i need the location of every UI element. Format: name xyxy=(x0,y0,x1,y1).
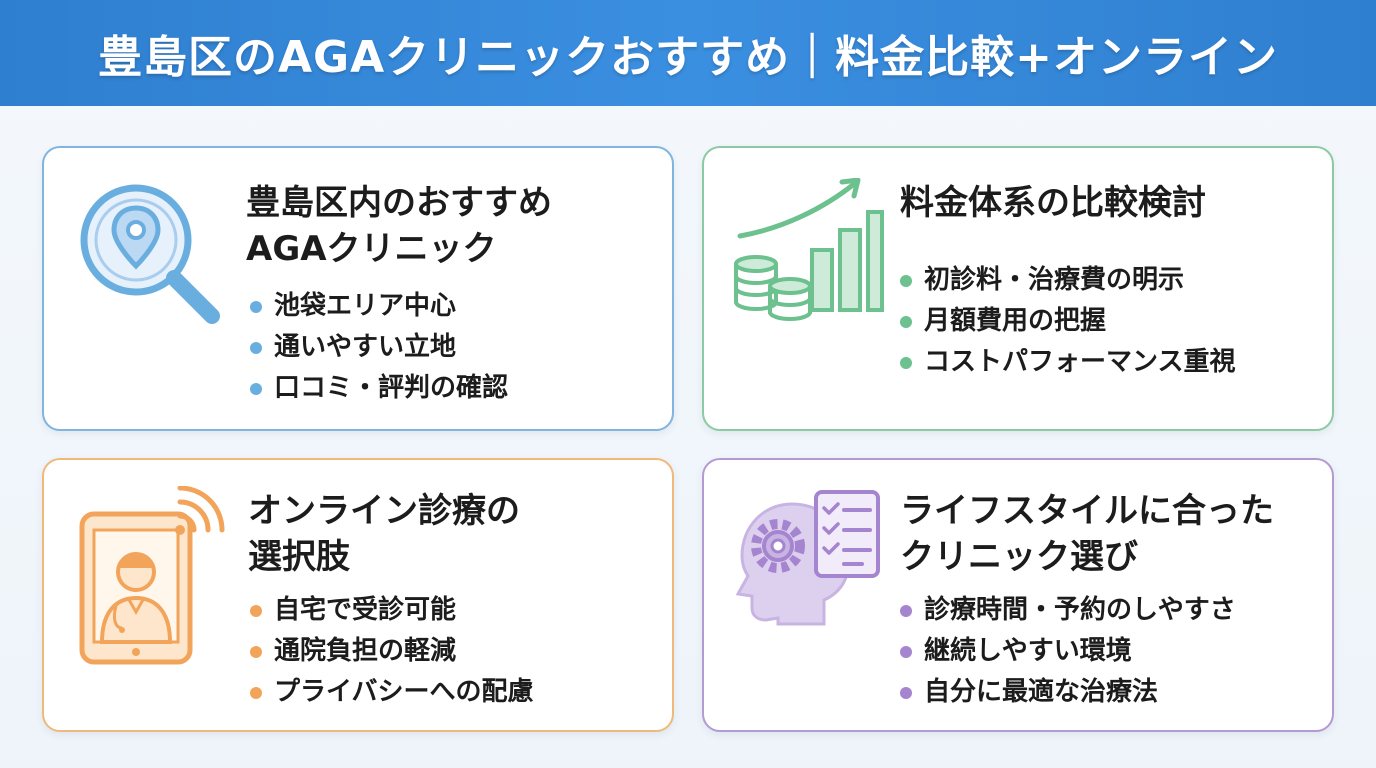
list-item: 継続しやすい環境 xyxy=(900,631,1236,672)
card-list: 診療時間・予約のしやすさ 継続しやすい環境 自分に最適な治療法 xyxy=(900,590,1236,713)
card-lifestyle-choice: ライフスタイルに合った クリニック選び 診療時間・予約のしやすさ 継続しやすい環… xyxy=(702,458,1334,732)
bullet-icon xyxy=(900,356,912,369)
card-online-consultation: オンライン診療の 選択肢 自宅で受診可能 通院負担の軽減 プライバシーへの配慮 xyxy=(42,458,674,732)
page-title: 豊島区のAGAクリニックおすすめ｜料金比較+オンライン xyxy=(97,32,1279,83)
bullet-icon xyxy=(250,341,262,354)
card-clinic-recommendations: 豊島区内のおすすめ AGAクリニック 池袋エリア中心 通いやすい立地 口コミ・評… xyxy=(42,146,674,431)
card-title: 料金体系の比較検討 xyxy=(900,183,1206,223)
bullet-icon xyxy=(250,645,262,658)
card-list: 初診料・治療費の明示 月額費用の把握 コストパフォーマンス重視 xyxy=(900,260,1235,383)
list-item: コストパフォーマンス重視 xyxy=(900,342,1235,383)
bullet-icon xyxy=(900,604,912,617)
list-item: 通いやすい立地 xyxy=(250,327,508,368)
bullet-icon xyxy=(900,645,912,658)
bullet-icon xyxy=(250,686,262,699)
bullet-icon xyxy=(900,274,912,287)
bullet-icon xyxy=(900,686,912,699)
list-item: プライバシーへの配慮 xyxy=(250,672,533,713)
card-list: 自宅で受診可能 通院負担の軽減 プライバシーへの配慮 xyxy=(250,590,533,713)
list-item: 初診料・治療費の明示 xyxy=(900,260,1235,301)
list-item: 自宅で受診可能 xyxy=(250,590,533,631)
list-item: 池袋エリア中心 xyxy=(250,286,508,327)
bullet-icon xyxy=(250,300,262,313)
bullet-icon xyxy=(250,382,262,395)
card-list: 池袋エリア中心 通いやすい立地 口コミ・評判の確認 xyxy=(250,286,508,409)
list-item: 通院負担の軽減 xyxy=(250,631,533,672)
list-item: 月額費用の把握 xyxy=(900,301,1235,342)
bullet-icon xyxy=(250,604,262,617)
list-item: 自分に最適な治療法 xyxy=(900,672,1236,713)
card-title: 豊島区内のおすすめ AGAクリニック xyxy=(246,183,552,269)
head-gear-checklist-icon xyxy=(735,490,880,626)
tablet-doctor-icon xyxy=(79,486,225,665)
card-title: オンライン診療の 選択肢 xyxy=(248,491,520,577)
magnifier-location-icon xyxy=(80,184,220,324)
card-pricing-comparison: 料金体系の比較検討 初診料・治療費の明示 月額費用の把握 コストパフォーマンス重… xyxy=(702,146,1334,431)
coins-growth-chart-icon xyxy=(734,178,884,321)
card-title: ライフスタイルに合った クリニック選び xyxy=(900,491,1274,577)
header-banner: 豊島区のAGAクリニックおすすめ｜料金比較+オンライン xyxy=(0,0,1376,106)
list-item: 口コミ・評判の確認 xyxy=(250,368,508,409)
list-item: 診療時間・予約のしやすさ xyxy=(900,590,1236,631)
bullet-icon xyxy=(900,315,912,328)
